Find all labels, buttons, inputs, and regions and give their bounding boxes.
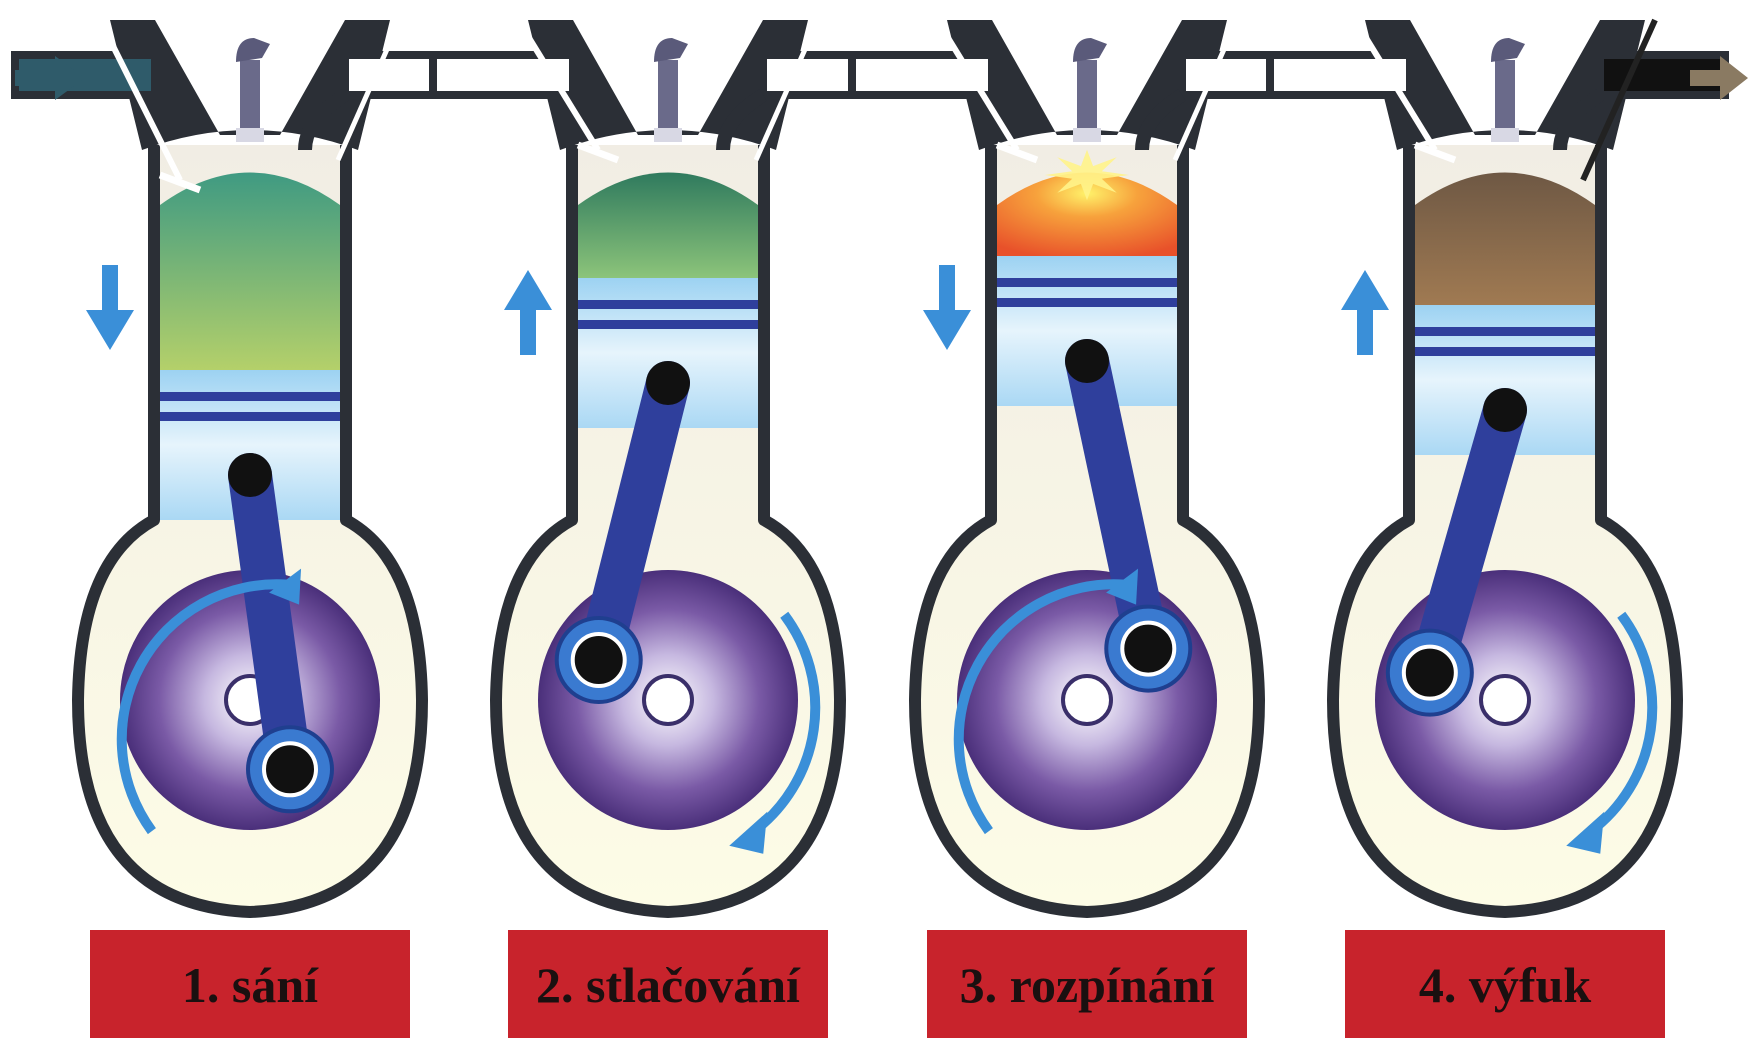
piston-ring (997, 278, 1177, 287)
piston-ring (578, 300, 758, 309)
spark-plug-tip (654, 128, 682, 142)
piston-ring (997, 298, 1177, 307)
spark-plug-body (1495, 60, 1515, 135)
piston-ring (1415, 347, 1595, 356)
spark-plug-tip (1073, 128, 1101, 142)
stroke-label: 2. stlačování (536, 957, 801, 1013)
piston-ring (160, 392, 340, 401)
engine-exhaust: 4. výfuk (1270, 20, 1725, 1038)
crankshaft-axis (1063, 676, 1111, 724)
crank-pin (264, 743, 316, 795)
wrist-pin (1065, 339, 1109, 383)
spark-plug-cap (236, 38, 270, 62)
stroke-label: 3. rozpínání (960, 957, 1216, 1013)
wrist-pin (1483, 388, 1527, 432)
chamber-charge (1415, 173, 1595, 306)
piston-ring (160, 412, 340, 421)
engine-intake: 1. sání (15, 20, 470, 1038)
spark-plug-body (658, 60, 678, 135)
arrow-down-icon (923, 265, 971, 350)
stroke-label: 1. sání (182, 957, 319, 1013)
spark-burst (1045, 150, 1129, 200)
wrist-pin (646, 361, 690, 405)
engine-power: 3. rozpínání (852, 20, 1307, 1038)
crank-pin (1404, 647, 1456, 699)
spark-plug-cap (1073, 38, 1107, 62)
wrist-pin (228, 453, 272, 497)
engines: 1. sání 2. stlačování 3. rozpínání 4. výfuk (15, 20, 1748, 1038)
spark-plug-body (240, 60, 260, 135)
arrow-up-icon (1341, 270, 1389, 355)
chamber-charge (160, 173, 340, 371)
arrow-down-icon (86, 265, 134, 350)
spark-plug-body (1077, 60, 1097, 135)
piston-ring (1415, 327, 1595, 336)
spark-plug-cap (1491, 38, 1525, 62)
spark-plug-tip (236, 128, 264, 142)
piston-ring (578, 320, 758, 329)
spark-plug-cap (654, 38, 688, 62)
engine-compression: 2. stlačování (433, 20, 888, 1038)
crank-pin (1122, 623, 1174, 675)
crankshaft-axis (1481, 676, 1529, 724)
stroke-label: 4. výfuk (1419, 957, 1591, 1013)
crank-pin (573, 634, 625, 686)
arrow-up-icon (504, 270, 552, 355)
spark-plug-tip (1491, 128, 1519, 142)
crankshaft-axis (644, 676, 692, 724)
